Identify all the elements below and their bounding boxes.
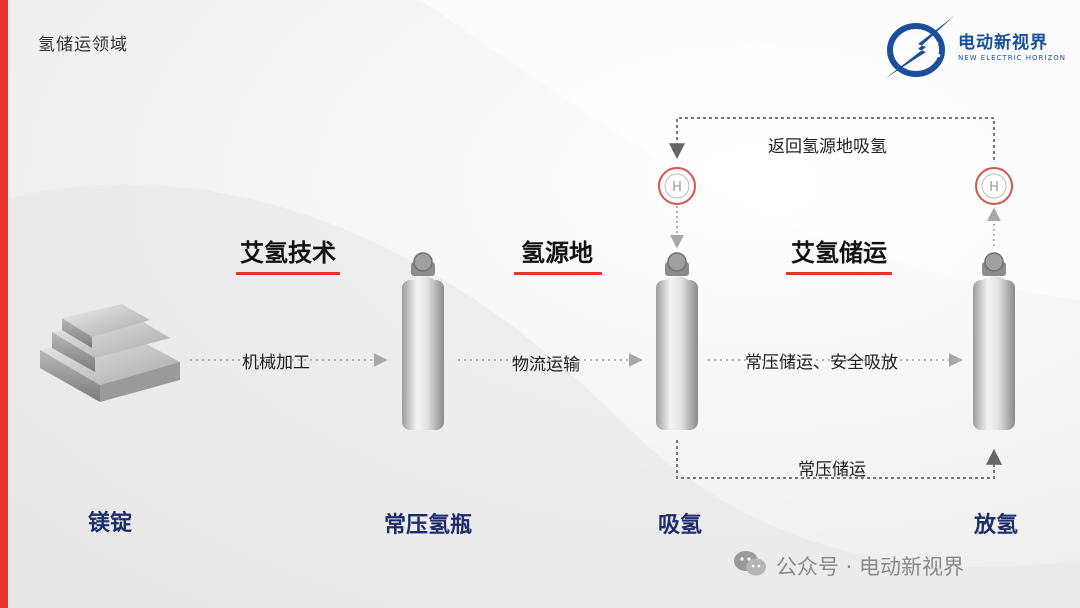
flow-label-storage: 常压储运 <box>798 460 866 480</box>
return-loop-arrow <box>669 117 995 160</box>
section-title: 氢储运领域 <box>38 35 128 55</box>
flow-label-return: 返回氢源地吸氢 <box>768 137 887 157</box>
flow-label-machining: 机械加工 <box>242 353 310 373</box>
watermark-text: 公众号 · 电动新视界 <box>776 555 965 579</box>
heading-source: 氢源地 <box>521 239 593 267</box>
h2-badge-absorb-label: H <box>672 180 682 195</box>
magnesium-ingot-image <box>40 304 180 402</box>
brand-name: 电动新视界 <box>958 33 1048 53</box>
flow-label-storage-safety: 常压储运、安全吸放 <box>745 353 898 373</box>
node-label-ingot: 镁锭 <box>87 511 132 536</box>
node-label-bottle: 常压氢瓶 <box>383 513 472 538</box>
wechat-icon <box>734 551 766 576</box>
h2-badge-absorb <box>658 167 696 249</box>
h2-badge-release-label: H <box>989 180 999 195</box>
node-label-release: 放氢 <box>973 513 1018 538</box>
heading-source-underline <box>514 272 602 275</box>
accent-bar <box>0 0 8 608</box>
hydrogen-cylinder-3 <box>973 252 1015 430</box>
flow-label-logistics: 物流运输 <box>512 355 580 375</box>
heading-storage: 艾氢储运 <box>791 239 887 267</box>
hydrogen-cylinder-1 <box>402 252 444 430</box>
brand-tagline: NEW ELECTRIC HORIZON <box>958 54 1066 62</box>
brand-logo: 电动新视界 NEW ELECTRIC HORIZON <box>880 14 1070 80</box>
heading-storage-underline <box>786 272 892 275</box>
storage-loop-arrow <box>676 440 1002 479</box>
node-label-absorb: 吸氢 <box>657 513 702 538</box>
hydrogen-cylinder-2 <box>656 252 698 430</box>
heading-tech-underline <box>236 272 340 275</box>
lightning-globe-icon <box>886 16 954 78</box>
h2-badge-release <box>975 167 1013 246</box>
heading-tech: 艾氢技术 <box>240 239 336 267</box>
